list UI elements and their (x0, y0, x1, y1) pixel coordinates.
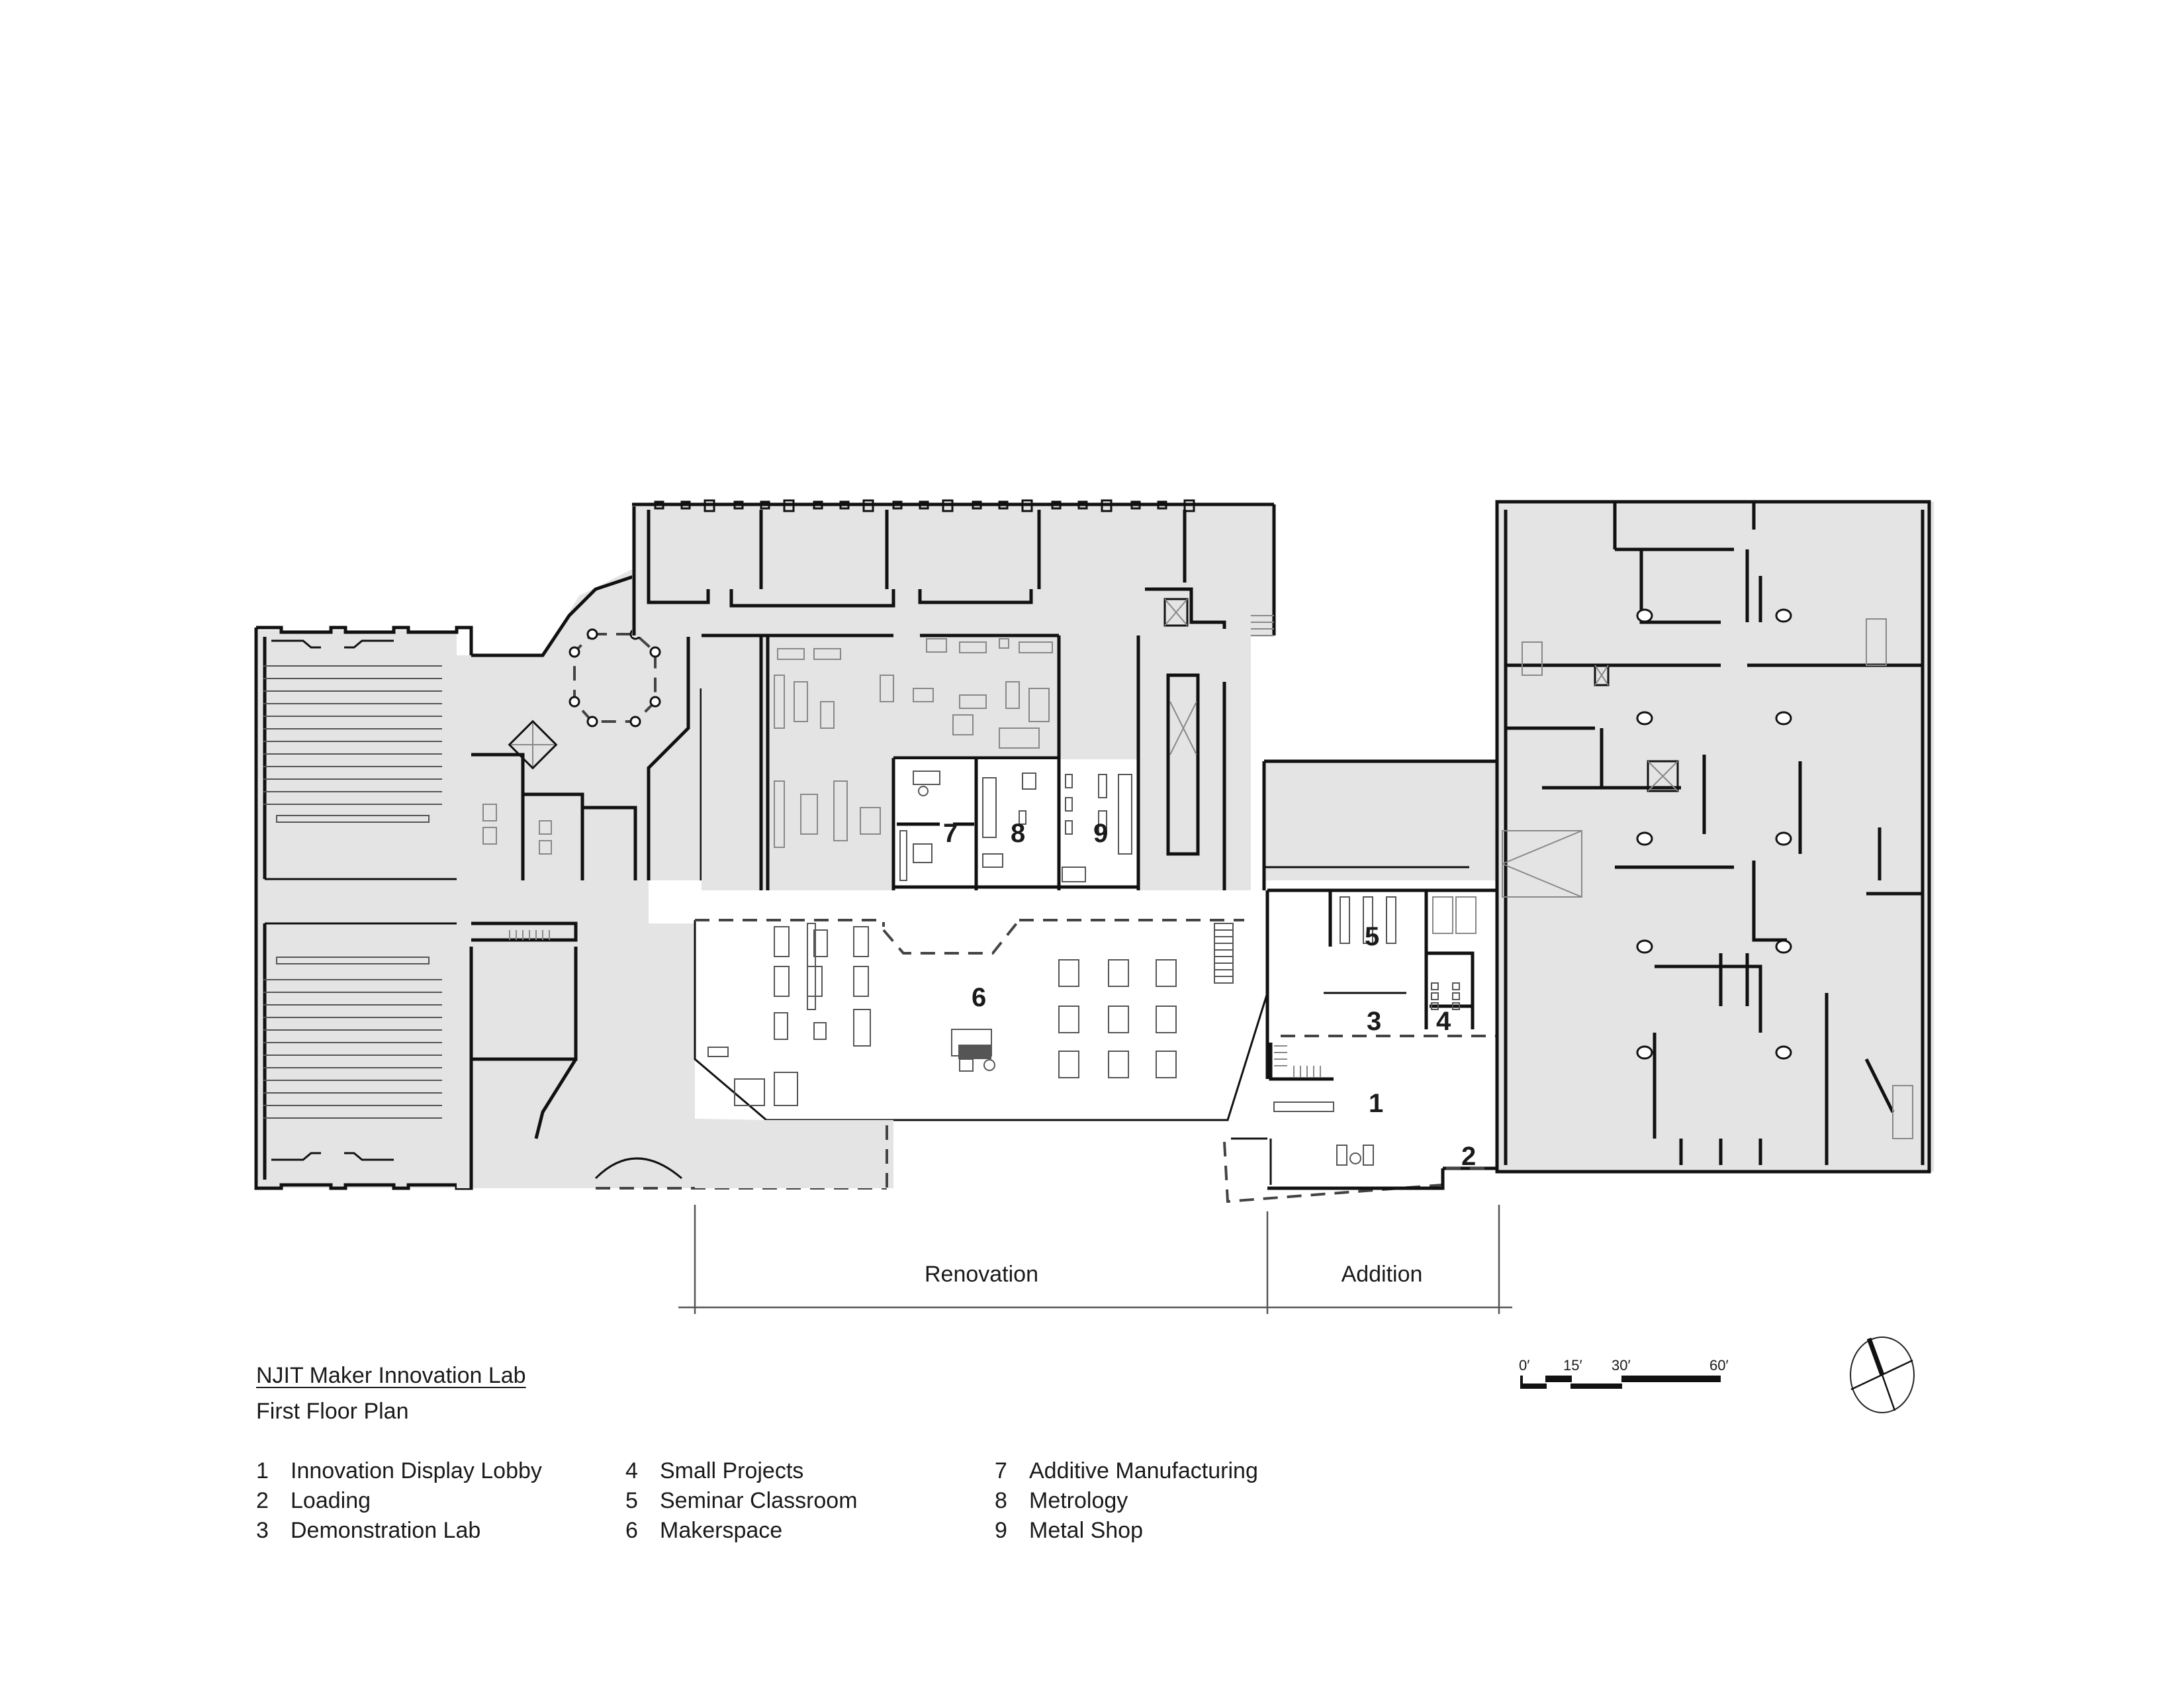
legend-label: Makerspace (660, 1518, 783, 1543)
center-shop-block: 7 8 9 (702, 629, 1251, 890)
elevator (1163, 598, 1189, 627)
right-wing (1495, 500, 1934, 1174)
legend-item: 4 Small Projects (625, 1456, 858, 1486)
north-bar (632, 499, 1276, 682)
legend-label: Loading (291, 1488, 371, 1513)
legend-label: Additive Manufacturing (1029, 1458, 1258, 1483)
room-label-3: 3 (1367, 1007, 1381, 1036)
seminar-tables (1340, 896, 1396, 944)
room-label-6: 6 (972, 983, 986, 1012)
legend-label: Seminar Classroom (660, 1488, 858, 1513)
stair (509, 930, 550, 940)
makerspace-machines (707, 923, 871, 1106)
legend-number: 6 (625, 1518, 638, 1543)
stair (1274, 1045, 1321, 1078)
legend-number: 1 (256, 1458, 269, 1483)
legend-item: 3 Demonstration Lab (256, 1516, 542, 1546)
scale-tick-60: 60′ (1709, 1357, 1729, 1374)
legend-label: Small Projects (660, 1458, 804, 1483)
drawing-title: NJIT Maker Innovation Lab (256, 1363, 526, 1388)
scale-tick-0: 0′ (1519, 1357, 1529, 1374)
north-bar-pilasters (654, 499, 1195, 512)
region-label-addition: Addition (1342, 1262, 1423, 1287)
legend-column-1: 1 Innovation Display Lobby 2 Loading 3 Demo… (256, 1456, 542, 1546)
legend-number: 2 (256, 1488, 269, 1513)
legend-label: Metal Shop (1029, 1518, 1143, 1543)
octagon-lobby-area (457, 569, 887, 1190)
north-arrow-icon (1850, 1336, 1915, 1413)
room-label-9: 9 (1093, 819, 1108, 848)
lower-lecture-hall-seating (263, 957, 442, 1119)
right-wing-columns (1636, 608, 1792, 1060)
legend-number: 8 (995, 1488, 1007, 1513)
legend-label: Metrology (1029, 1488, 1128, 1513)
legend-item: 5 Seminar Classroom (625, 1486, 858, 1516)
legend-number: 7 (995, 1458, 1007, 1483)
legend-column-2: 4 Small Projects 5 Seminar Classroom 6 Make… (625, 1456, 858, 1546)
legend-label: Innovation Display Lobby (291, 1458, 542, 1483)
legend-item: 1 Innovation Display Lobby (256, 1456, 542, 1486)
restrooms (1432, 896, 1477, 934)
rooms-789-equipment (899, 771, 1132, 882)
title-block: NJIT Maker Innovation Lab First Floor Pl… (256, 1362, 526, 1425)
scale-bar: 0′ 15′ 30′ 60′ (1519, 1357, 1729, 1389)
legend-number: 5 (625, 1488, 638, 1513)
legend-item: 2 Loading (256, 1486, 542, 1516)
elevator (1647, 760, 1679, 792)
stair (1522, 618, 1913, 1139)
stair (1214, 923, 1234, 984)
makerspace-central-machine (951, 1029, 995, 1072)
upper-lecture-hall-seating (263, 665, 442, 823)
room-label-5: 5 (1365, 922, 1379, 951)
makerspace: 6 (694, 919, 1269, 1188)
stair (1251, 615, 1274, 636)
small-projects-furniture (1431, 982, 1460, 1010)
legend-item: 8 Metrology (995, 1486, 1258, 1516)
scale-tick-15: 15′ (1563, 1357, 1582, 1374)
room-label-4: 4 (1436, 1007, 1451, 1036)
room-label-1: 1 (1369, 1089, 1383, 1118)
legend-label: Demonstration Lab (291, 1518, 481, 1543)
legend-item: 6 Makerspace (625, 1516, 858, 1546)
drawing-subtitle: First Floor Plan (256, 1399, 409, 1424)
scale-tick-30: 30′ (1612, 1357, 1631, 1374)
legend-number: 3 (256, 1518, 269, 1543)
legend-number: 9 (995, 1518, 1007, 1543)
room-label-7: 7 (943, 819, 958, 848)
elevator (1169, 701, 1197, 755)
region-label-renovation: Renovation (925, 1262, 1038, 1287)
left-wing (254, 626, 473, 1190)
region-dimension: Renovation Addition (678, 1205, 1512, 1314)
makerspace-tables (1058, 959, 1177, 1078)
legend-item: 9 Metal Shop (995, 1516, 1258, 1546)
legend-number: 4 (625, 1458, 638, 1483)
room-label-8: 8 (1011, 819, 1025, 848)
legend-column-3: 7 Additive Manufacturing 8 Metrology 9 Meta… (995, 1456, 1258, 1546)
shop-equipment (774, 638, 1053, 848)
elevator (1594, 664, 1610, 686)
east-corridor (1262, 759, 1499, 890)
addition: 5 3 4 1 2 (1223, 887, 1497, 1203)
legend-item: 7 Additive Manufacturing (995, 1456, 1258, 1486)
elevator (508, 720, 558, 770)
room-label-2: 2 (1461, 1142, 1476, 1171)
